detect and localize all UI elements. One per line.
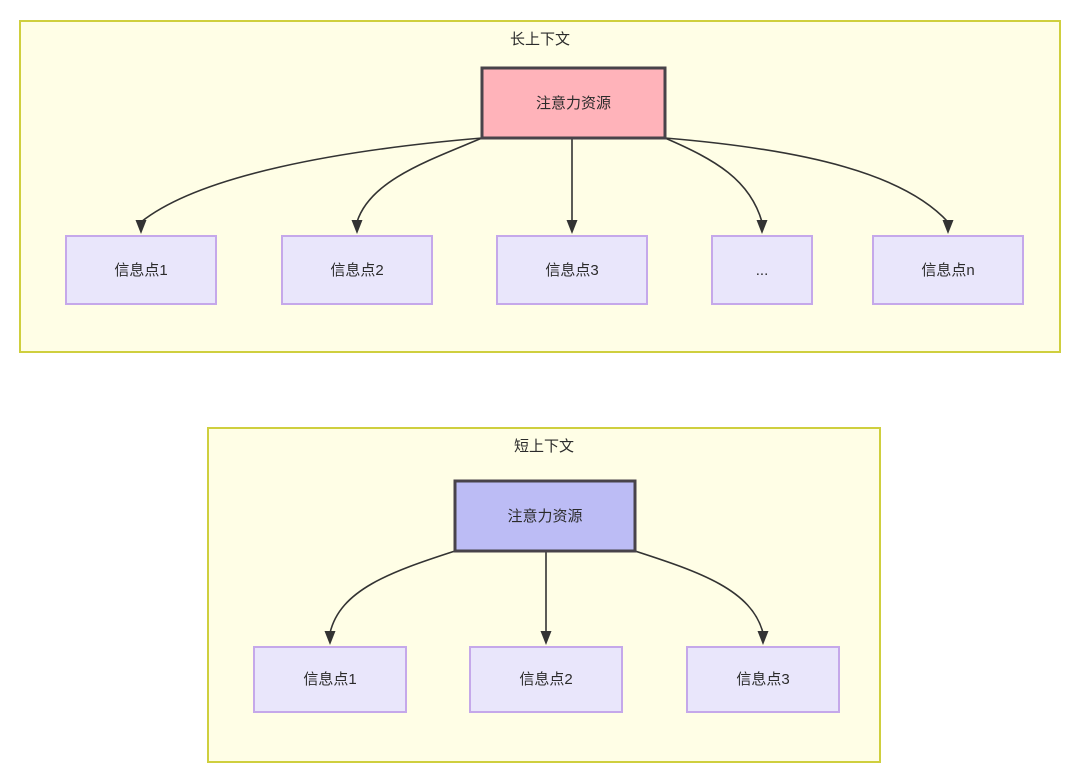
node-info-point-ellipsis-long[interactable]: ... — [711, 235, 813, 305]
edge-root-to-info-2 — [356, 137, 483, 223]
container-title-short-context: 短上下文 — [514, 438, 574, 455]
node-attention-resource-short[interactable]: 注意力资源 — [453, 479, 637, 553]
node-info-point-1-short[interactable]: 信息点1 — [253, 646, 407, 713]
node-label-info-point-3-long: 信息点3 — [545, 262, 598, 279]
group-long-context: 长上下文 注意力资源 信息 — [19, 20, 1061, 353]
node-label-attention-resource-long: 注意力资源 — [536, 94, 611, 112]
arrow-head-info-2-short — [540, 631, 552, 645]
edges-short-context — [324, 550, 769, 645]
edge-root-to-info-ellipsis — [664, 137, 763, 223]
node-info-point-1-long[interactable]: 信息点1 — [65, 235, 217, 305]
arrow-head-info-ellipsis — [756, 220, 768, 234]
group-short-context: 短上下文 注意力资源 信息点1 信息点2 — [207, 427, 881, 763]
node-rect-info-point-n-long — [872, 235, 1024, 305]
node-label-info-point-n-long: 信息点n — [921, 262, 974, 279]
edge-root-to-info-n — [664, 137, 949, 223]
container-title-long-context: 长上下文 — [510, 31, 570, 48]
node-label-info-point-ellipsis-long: ... — [756, 262, 769, 279]
node-info-point-2-short[interactable]: 信息点2 — [469, 646, 623, 713]
node-rect-info-point-2-long — [281, 235, 433, 305]
node-rect-info-point-1-short — [253, 646, 407, 713]
arrow-head-info-2 — [351, 220, 363, 234]
node-rect-info-point-1-long — [65, 235, 217, 305]
arrow-head-info-3-short — [757, 631, 769, 645]
node-rect-attention-resource-long — [480, 66, 667, 140]
node-info-point-n-long[interactable]: 信息点n — [872, 235, 1024, 305]
node-info-point-2-long[interactable]: 信息点2 — [281, 235, 433, 305]
node-label-info-point-2-short: 信息点2 — [519, 671, 572, 688]
node-label-attention-resource-short: 注意力资源 — [507, 507, 582, 525]
node-rect-info-point-3-short — [686, 646, 840, 713]
node-label-info-point-2-long: 信息点2 — [330, 262, 383, 279]
node-rect-info-point-2-short — [469, 646, 623, 713]
edge-root-to-info-1 — [140, 137, 483, 223]
node-info-point-3-short[interactable]: 信息点3 — [686, 646, 840, 713]
node-label-info-point-1-short: 信息点1 — [303, 671, 356, 688]
node-info-point-3-long[interactable]: 信息点3 — [496, 235, 648, 305]
node-attention-resource-long[interactable]: 注意力资源 — [480, 66, 667, 140]
edges-long-context — [135, 137, 954, 234]
arrow-head-info-1-short — [324, 631, 336, 645]
node-label-info-point-1-long: 信息点1 — [114, 262, 167, 279]
arrow-head-info-n — [942, 220, 954, 234]
arrow-head-info-3 — [566, 220, 578, 234]
node-rect-attention-resource-short — [453, 479, 637, 553]
edge-root-to-info-3-short — [634, 550, 764, 634]
edge-root-to-info-1-short — [329, 550, 456, 634]
node-label-info-point-3-short: 信息点3 — [736, 671, 789, 688]
node-rect-info-point-3-long — [496, 235, 648, 305]
arrow-head-info-1 — [135, 220, 147, 234]
node-rect-info-point-ellipsis-long — [711, 235, 813, 305]
